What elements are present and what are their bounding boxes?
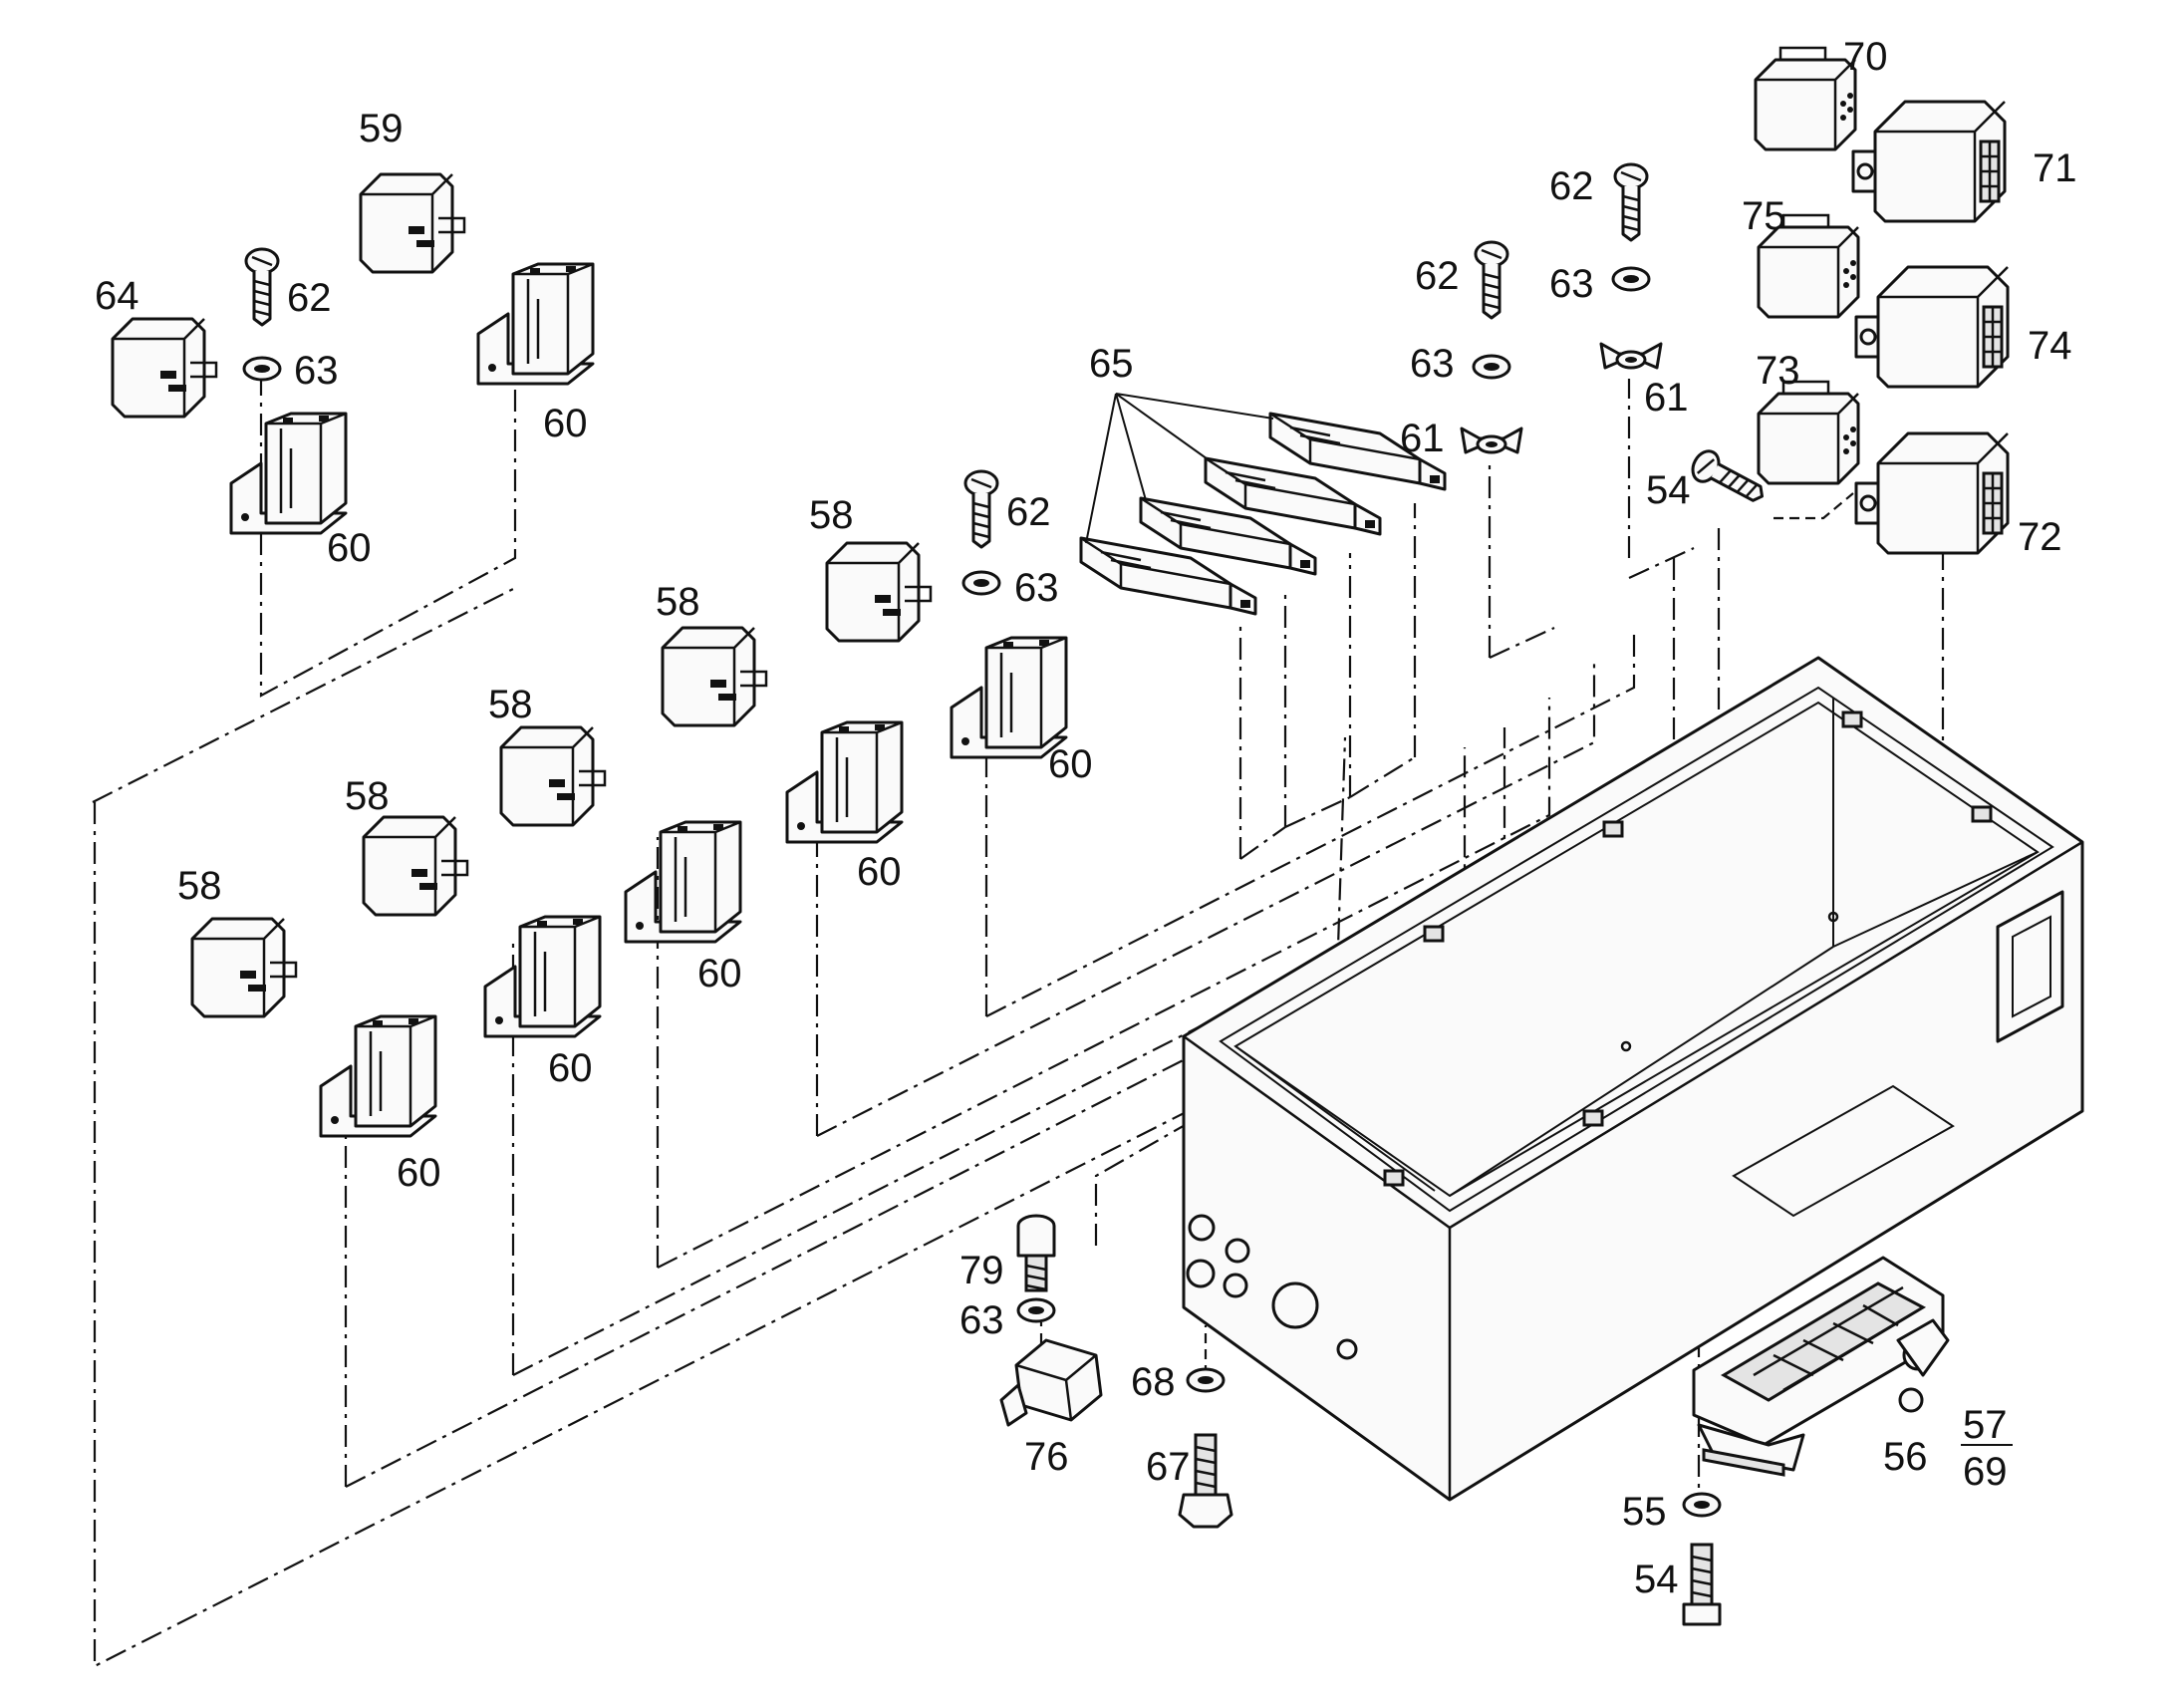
washer-63-left <box>242 356 282 382</box>
screw-62-middle <box>963 469 999 549</box>
label-63-center: 63 <box>1410 342 1455 386</box>
relay-64 <box>111 317 218 419</box>
label-55: 55 <box>1622 1490 1667 1534</box>
washer-55 <box>1682 1492 1722 1518</box>
label-61-right: 61 <box>1644 376 1689 420</box>
label-64: 64 <box>95 274 139 318</box>
label-71: 71 <box>2033 146 2077 190</box>
washer-63-middle <box>961 570 1001 596</box>
plug-70 <box>1754 46 1857 151</box>
screw-62-right <box>1613 162 1649 242</box>
label-58-row4: 58 <box>345 774 390 818</box>
washer-63-lower <box>1016 1297 1056 1323</box>
bolt-54-lower <box>1682 1543 1722 1626</box>
relay-bracket-row2 <box>785 720 904 844</box>
relay-58-row4 <box>362 815 469 917</box>
screw-62-left <box>244 247 280 327</box>
label-73: 73 <box>1756 349 1800 393</box>
socket-72 <box>1854 431 2010 555</box>
label-62-center: 62 <box>1415 254 1460 298</box>
label-79: 79 <box>959 1249 1004 1292</box>
relay-58-bottom <box>190 917 298 1018</box>
block-76 <box>999 1338 1103 1427</box>
label-57: 57 <box>1963 1403 2008 1447</box>
relay-58-top <box>825 541 933 643</box>
label-58-top: 58 <box>809 493 854 537</box>
label-60-row3: 60 <box>697 952 742 995</box>
label-62-left: 62 <box>287 276 332 320</box>
label-63-left: 63 <box>294 349 339 393</box>
label-60-row4: 60 <box>548 1046 593 1090</box>
label-61-center: 61 <box>1400 417 1445 460</box>
bolt-67 <box>1178 1433 1233 1529</box>
label-56: 56 <box>1883 1435 1928 1479</box>
label-76: 76 <box>1024 1435 1069 1479</box>
label-54-upper: 54 <box>1646 468 1691 512</box>
label-60-upper-right: 60 <box>543 402 588 445</box>
label-63-lower: 63 <box>959 1298 1004 1342</box>
socket-74 <box>1854 265 2010 389</box>
label-54-lower: 54 <box>1634 1558 1679 1601</box>
washer-63-center <box>1472 354 1511 380</box>
label-60-upper-left: 60 <box>327 526 372 570</box>
relay-bracket-upper-right <box>476 262 595 386</box>
relay-bracket-row3 <box>624 820 742 944</box>
label-75: 75 <box>1742 194 1786 238</box>
screw-62-center <box>1474 240 1509 320</box>
plug-73 <box>1757 380 1860 485</box>
washer-68 <box>1186 1367 1226 1393</box>
relay-bracket-top <box>950 636 1068 759</box>
label-67: 67 <box>1146 1445 1191 1489</box>
wingnut-61-center <box>1460 426 1523 454</box>
connector-56 <box>1692 1256 1950 1477</box>
label-58-row3: 58 <box>488 683 533 726</box>
label-68: 68 <box>1131 1360 1176 1404</box>
label-62-right: 62 <box>1549 164 1594 208</box>
label-69: 69 <box>1963 1450 2008 1494</box>
label-65: 65 <box>1089 342 1134 386</box>
socket-71 <box>1851 100 2007 223</box>
relay-bracket-bottom <box>319 1014 437 1138</box>
label-63-middle: 63 <box>1014 566 1059 610</box>
label-58-row2: 58 <box>656 580 700 624</box>
relay-bracket-upper-left <box>229 412 348 535</box>
label-62-middle: 62 <box>1006 490 1051 534</box>
relay-bracket-row4 <box>483 915 602 1038</box>
callout-labels: 59 64 62 63 60 60 65 58 62 63 60 58 60 5… <box>95 35 2077 1601</box>
label-60-row2: 60 <box>857 850 902 894</box>
pin-65-fan-leaders <box>1085 393 1274 544</box>
relay-59 <box>359 172 466 274</box>
enclosure-box <box>1182 656 2084 1502</box>
label-60-top: 60 <box>1048 742 1093 786</box>
label-63-right: 63 <box>1549 262 1594 306</box>
label-72: 72 <box>2018 515 2062 559</box>
label-70: 70 <box>1843 35 1888 79</box>
label-58-bottom: 58 <box>177 864 222 908</box>
wingnut-61-right <box>1599 342 1663 370</box>
relay-58-row3 <box>499 725 607 827</box>
bolt-79 <box>1016 1214 1056 1292</box>
relay-58-row2 <box>661 626 768 727</box>
label-60-bottom: 60 <box>397 1151 441 1195</box>
washer-63-right <box>1611 266 1651 292</box>
label-59: 59 <box>359 107 404 150</box>
label-74: 74 <box>2028 324 2072 368</box>
